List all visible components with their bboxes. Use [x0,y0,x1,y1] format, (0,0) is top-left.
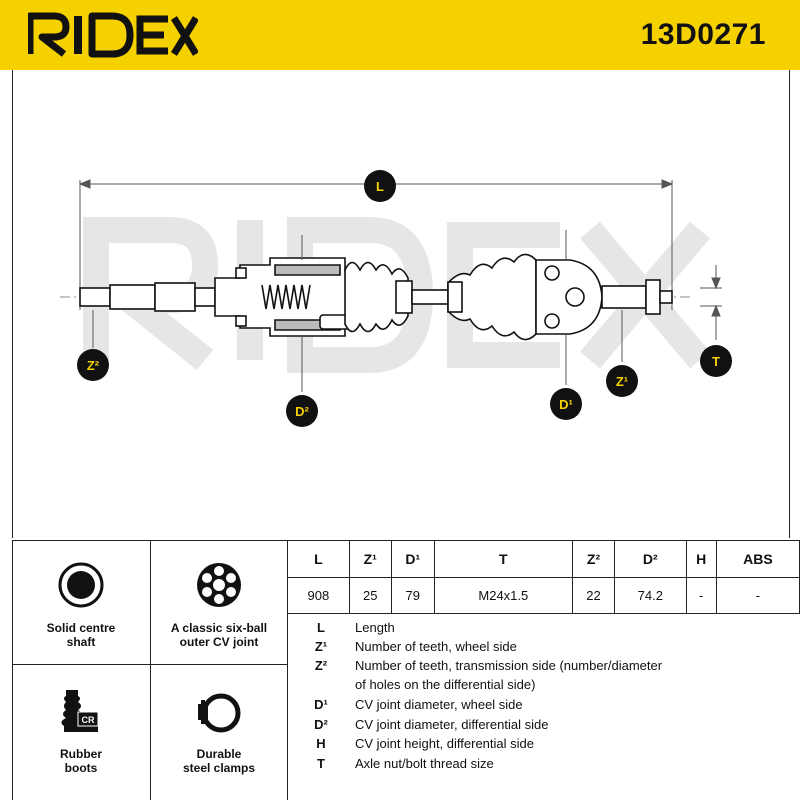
specs-value-cell: 25 [348,577,392,614]
specs-value-cell: 22 [571,577,616,614]
specs-header-cell: T [433,540,574,578]
dimension-T [700,265,722,340]
badge-Z1: Z¹ [606,365,638,397]
specs-header-row: L Z¹ D¹ T Z² D² H ABS [287,540,800,578]
divider [12,540,13,800]
shaft-body [79,253,673,341]
svg-text:D²: D² [295,404,309,419]
specs-value-cell: - [715,577,800,614]
specs-header-cell: ABS [715,540,800,578]
specs-header-cell: Z² [571,540,616,578]
specs-header-cell: H [685,540,717,578]
svg-text:Z¹: Z¹ [616,374,628,389]
divider [287,540,288,800]
svg-text:D¹: D¹ [559,397,573,412]
drive-shaft-drawing: L Z² D² D¹ Z¹ T [60,170,732,427]
badge-D2: D² [286,395,318,427]
feature-solid-shaft: Solid centre shaft [12,560,150,649]
svg-text:L: L [376,179,384,194]
svg-text:CR: CR [82,715,95,725]
feature-rubber-boots: CR Rubber boots [12,686,150,775]
svg-text:Z²: Z² [87,358,100,373]
solid-shaft-icon [58,562,104,608]
badge-T: T [700,345,732,377]
divider [150,540,151,800]
badge-L: L [364,170,396,202]
drawing-frame [12,70,790,538]
feature-six-ball-joint: A classic six-ball outer CV joint [150,560,288,649]
svg-text:T: T [712,354,720,369]
specs-value-cell: 908 [287,577,350,614]
part-number: 13D0271 [640,18,766,51]
specs-value-cell: - [685,577,717,614]
specs-value-cell: 74.2 [614,577,687,614]
specs-table: L Z¹ D¹ T Z² D² H ABS 908 25 79 M24x1.5 … [287,540,800,614]
specs-value-row: 908 25 79 M24x1.5 22 74.2 - - [287,577,800,614]
badge-Z2: Z² [77,349,109,381]
specs-header-cell: L [287,540,350,578]
legend: L Length Z¹ Number of teeth, wheel side … [314,620,663,771]
header-bar: 13D0271 [0,0,800,70]
feature-steel-clamps: Durable steel clamps [150,686,288,775]
divider [12,664,287,665]
badge-D1: D¹ [550,388,582,420]
specs-value-cell: 79 [390,577,435,614]
specs-header-cell: Z¹ [348,540,392,578]
specs-header-cell: D² [614,540,687,578]
specs-value-cell: M24x1.5 [433,577,574,614]
steel-clamp-icon [198,693,241,733]
ridex-logo [28,12,198,58]
rubber-boot-icon: CR [61,690,99,732]
specs-header-cell: D¹ [390,540,435,578]
six-ball-joint-icon [197,563,241,607]
